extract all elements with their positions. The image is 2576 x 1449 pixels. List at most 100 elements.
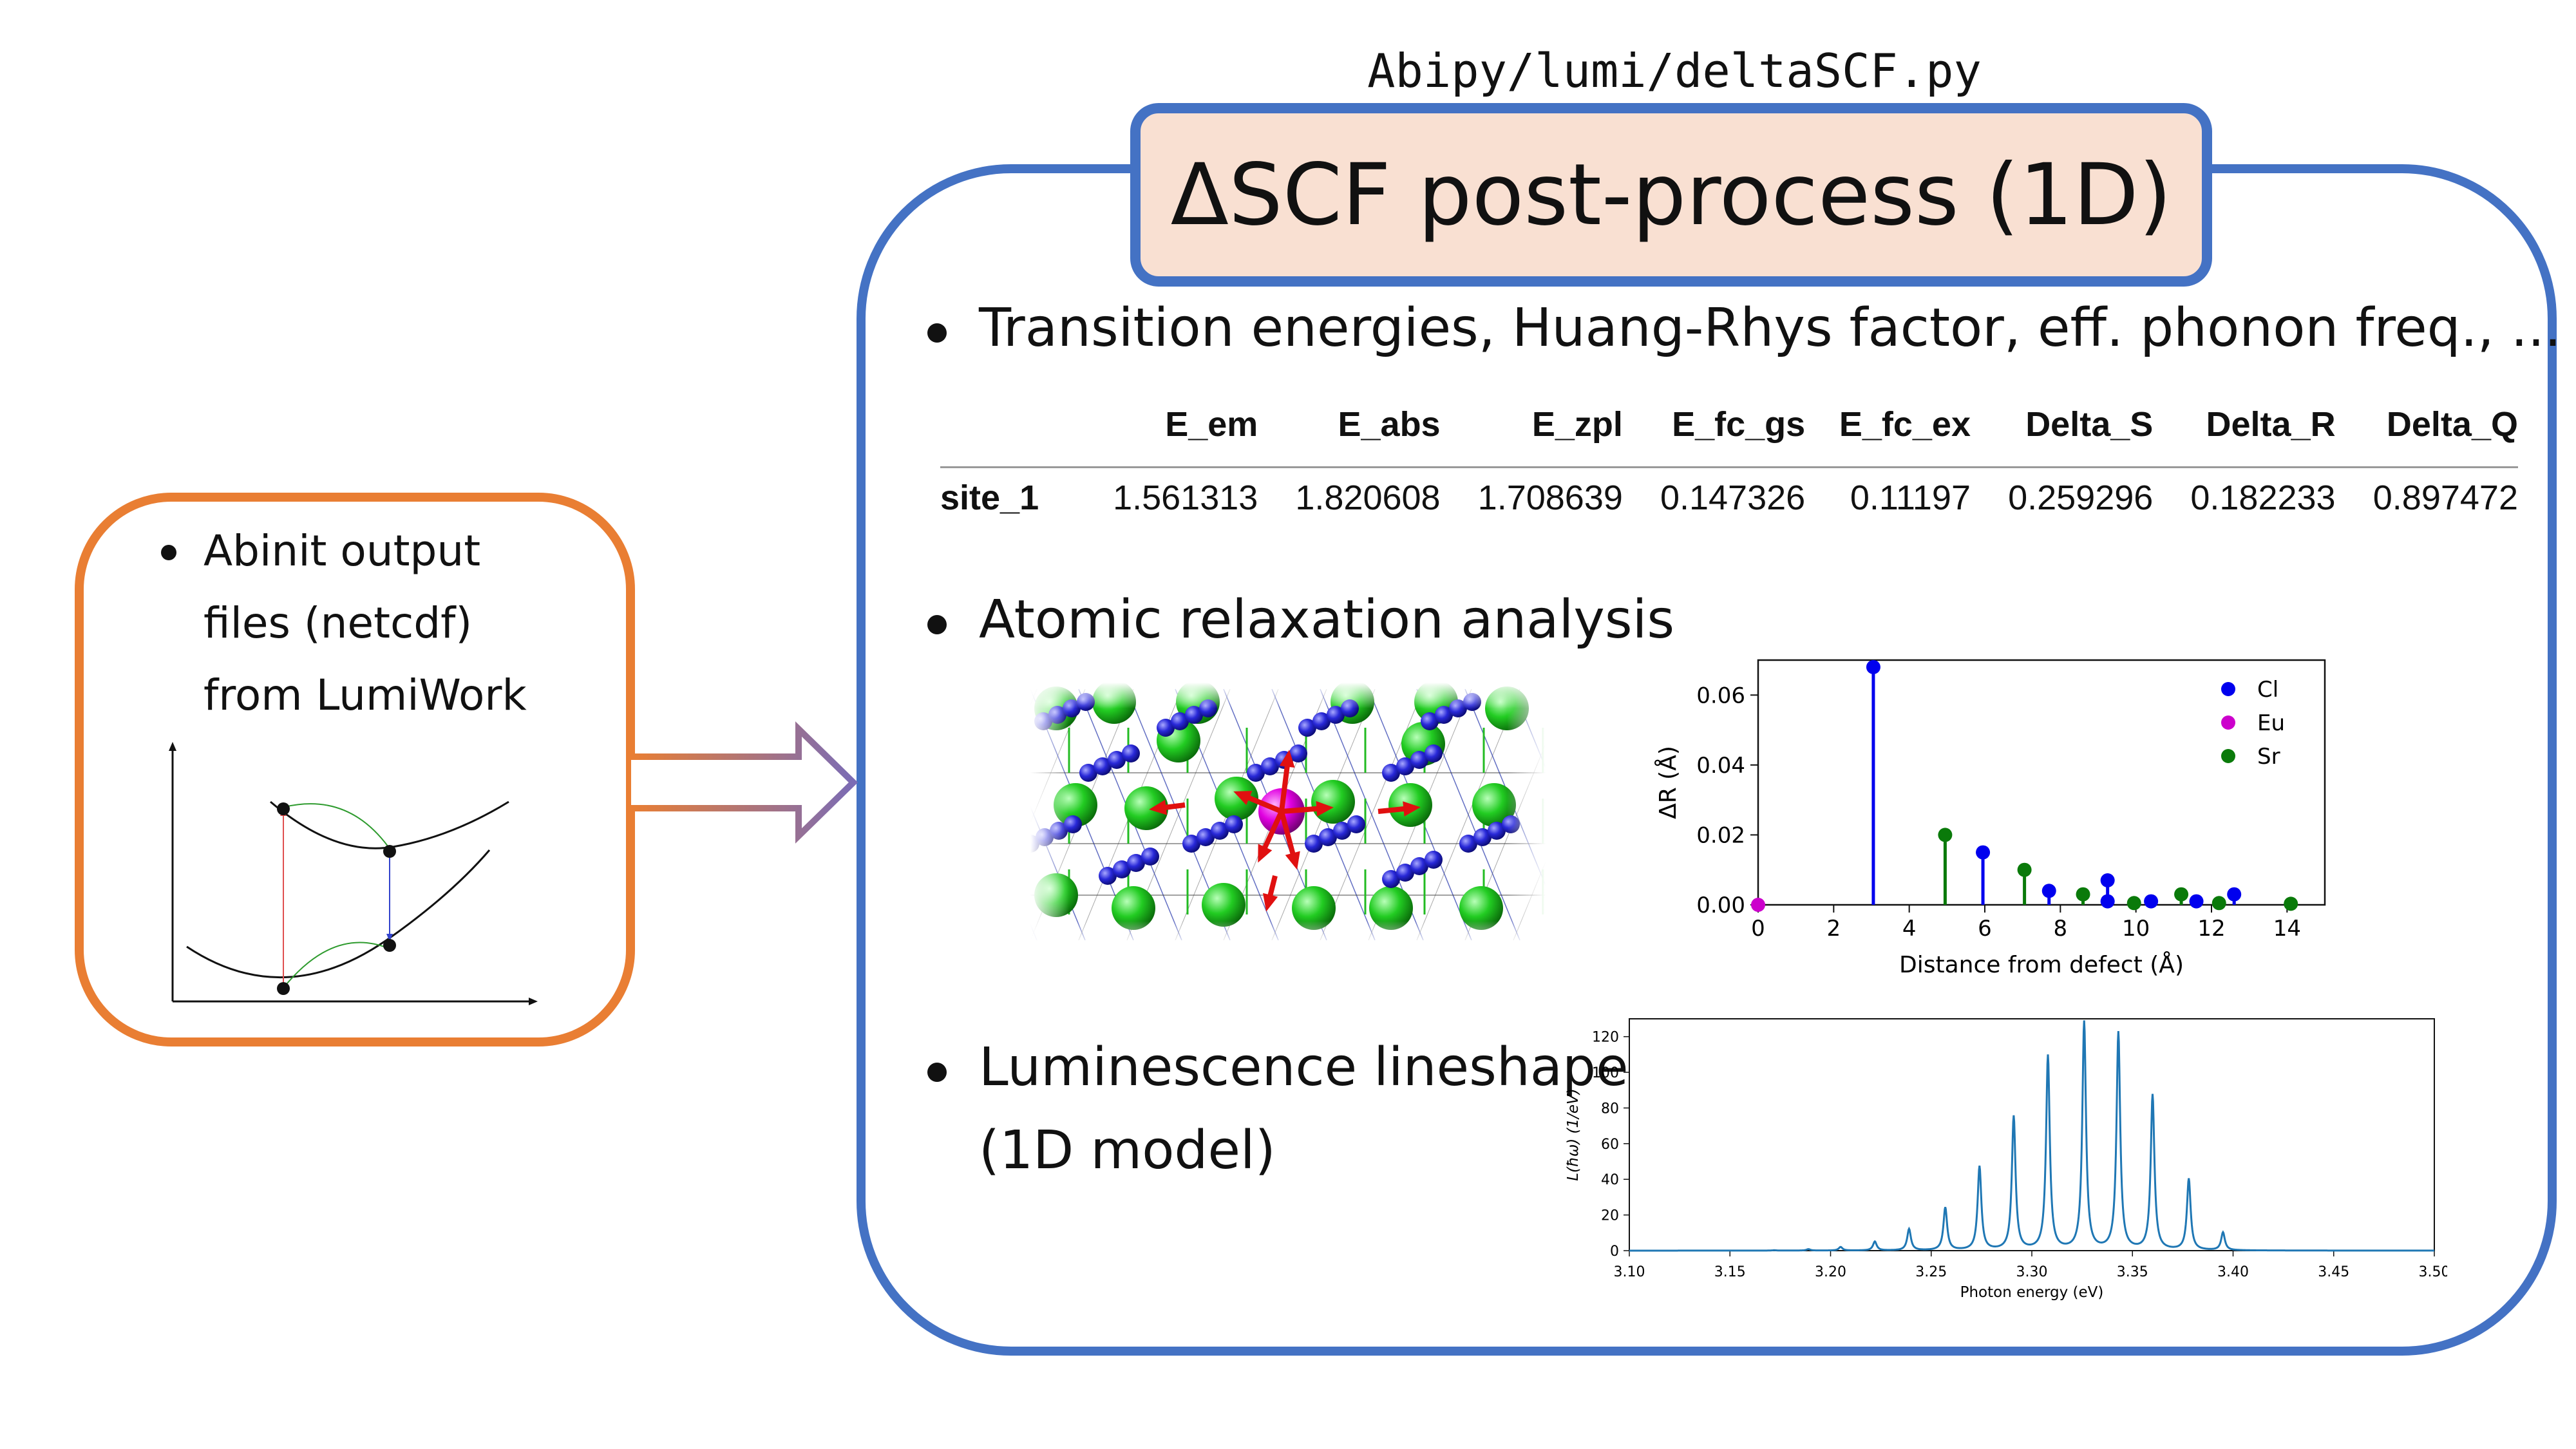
ground-min-point [277,982,290,995]
cl-atom [1211,822,1229,840]
stem-marker-Sr [2126,896,2141,911]
lineshape-text-2: (1D model) [979,1120,1276,1181]
table-header: E_fc_gs [1672,405,1806,444]
displacement-arrow [1281,806,1324,814]
plot-frame [1757,659,2326,906]
legend-label-Cl: Cl [2257,677,2278,703]
displacement-arrow [1279,759,1291,812]
table-header: E_fc_ex [1839,405,1971,444]
bullet-transition: Transition energies, Huang-Rhys factor, … [927,298,2561,359]
displacement-arrows [1149,750,1421,912]
stem-marker-Cl [2144,894,2159,909]
plot-frame [1629,1018,2435,1251]
y-tick-label: 100 [1592,1065,1619,1081]
x-tick-label: 3.15 [1714,1264,1746,1280]
table-cell: 1.820608 [1295,478,1441,517]
bullet-relaxation: Atomic relaxation analysis [927,589,1674,650]
table-cell: 1.561313 [1113,478,1258,517]
x-tick-label: 12 [2197,916,2225,942]
x-tick-label: 3.25 [1915,1264,1947,1280]
results-table: E_em E_abs E_zpl E_fc_gs E_fc_ex Delta_S… [940,404,2518,518]
page-title: ΔSCF post-process (1D) [1170,145,2172,245]
stem-marker-Cl [2041,884,2056,898]
table-header: Delta_Q [2386,405,2518,444]
table-header: E_em [1165,405,1258,444]
x-tick-label: 8 [2054,916,2068,942]
y-axis-label: L(ħω) (1/eV) [1565,1088,1582,1181]
displacement-arrowhead [1233,791,1253,806]
cl-atom [1079,764,1097,782]
legend-marker-Cl [2221,682,2235,696]
x-axis-label: Photon energy (eV) [1960,1284,2104,1301]
main-panel [857,164,2557,1356]
cl-atom [1488,822,1506,840]
table-header [940,404,1075,461]
cell-line [1416,688,1520,941]
cl-atom [1473,828,1492,846]
ground-state-curve [186,849,491,979]
cl-atom [1396,757,1414,775]
input-line-3: from LumiWork [204,670,527,720]
cl-atom [1347,815,1365,833]
input-line-2: files (netcdf) [204,598,473,648]
cl-atom [1197,828,1215,846]
edge-fade [1507,683,1546,947]
edge-fade [1030,921,1546,947]
y-tick-label: 60 [1601,1137,1619,1153]
edge-fade [1030,683,1069,947]
x-axis-label: Distance from defect (Å) [1899,951,2184,978]
cl-atom [1425,744,1443,762]
results-table-wrap: E_em E_abs E_zpl E_fc_gs E_fc_ex Delta_S… [940,404,2518,518]
x-tick-label: 0 [1751,916,1765,942]
y-axis-arrowhead [169,742,176,751]
excited-min-point [383,845,396,858]
cl-atom [1327,706,1345,724]
stem-marker-Cl [2100,894,2115,909]
y-axis-label: ΔR (Å) [1654,746,1681,819]
displacement-arrowhead [1149,799,1168,815]
sr-atom [1215,777,1258,820]
excited-state-curve [270,800,509,849]
sr-atom [1459,886,1503,930]
cl-atom [1435,706,1453,724]
cl-atom [1333,822,1351,840]
table-cell: 0.259296 [2008,478,2154,517]
cl-atom [1319,828,1337,846]
table-cell: 1.708639 [1477,478,1623,517]
cl-atom [1410,751,1428,769]
table-cell: 0.11197 [1850,478,1971,517]
stem-marker-Sr [1938,828,1953,842]
table-row-label: site_1 [940,478,1039,517]
cl-atom [1225,815,1243,833]
legend-marker-Sr [2221,749,2235,763]
y-tick-label: 80 [1601,1101,1619,1117]
file-path-label: Abipy/lumi/deltaSCF.py [1367,44,1982,98]
cl-atom [1247,764,1265,782]
stem-marker-Cl [2189,894,2204,909]
x-tick-label: 3.40 [2217,1264,2249,1280]
table-cell: 0.897472 [2372,478,2518,517]
excited-start-point [277,802,290,815]
cl-atom [1459,835,1477,853]
relaxation-text: Atomic relaxation analysis [979,589,1675,650]
cl-atom [1127,854,1145,872]
y-tick-label: 0.00 [1696,893,1745,918]
sr-atom [1369,886,1413,930]
y-tick-label: 20 [1601,1208,1619,1224]
y-tick-label: 40 [1601,1172,1619,1188]
excited-relaxation-arrow [284,803,389,848]
crystal-structure-image [1030,683,1546,947]
cl-atom [1382,764,1400,782]
lineshape-text-1: Luminescence lineshape [979,1037,1629,1098]
table-header: Delta_S [2025,405,2154,444]
table-cell: 0.182233 [2190,478,2336,517]
table-header-row: E_em E_abs E_zpl E_fc_gs E_fc_ex Delta_S… [940,404,2518,461]
displacement-arrowhead [1258,844,1273,863]
y-tick-label: 0.02 [1696,822,1745,848]
x-axis-arrowhead [529,998,538,1005]
cl-atom [1289,744,1307,762]
configuration-coordinate-diagram [169,742,538,1005]
emission-arrowhead [386,934,393,942]
cl-atom [1182,835,1200,853]
x-tick-label: 10 [2122,916,2150,942]
